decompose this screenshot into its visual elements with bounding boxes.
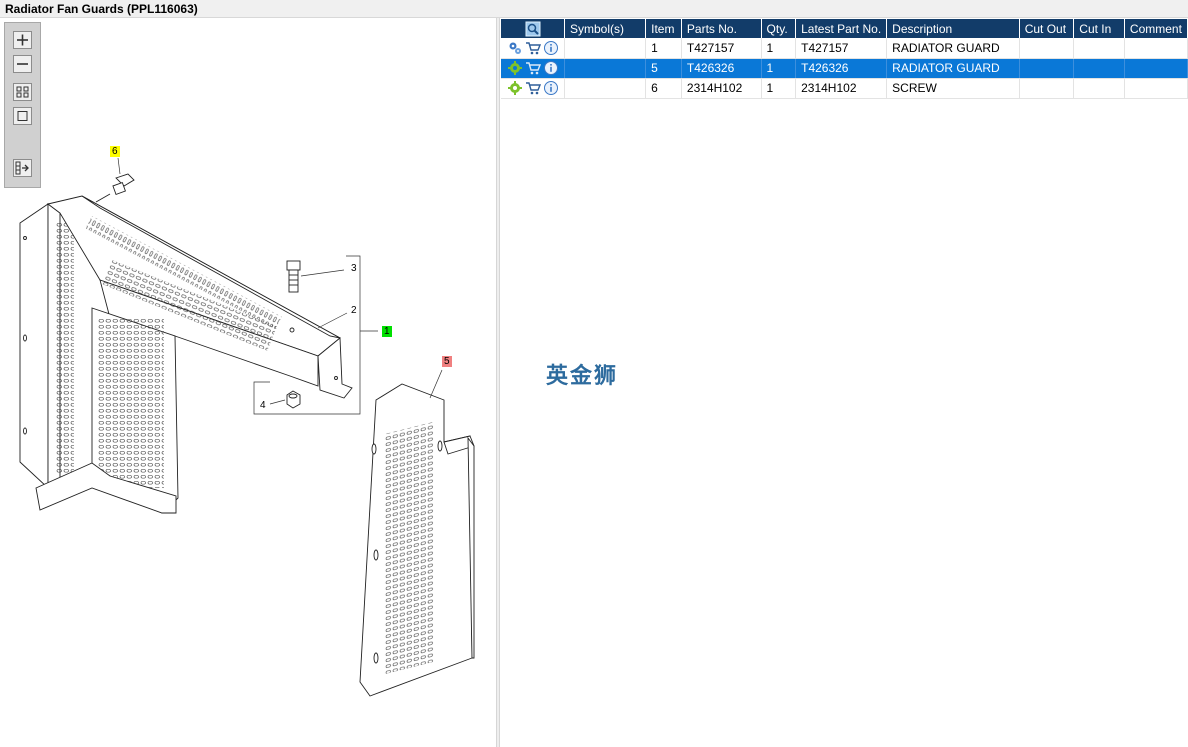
cell-cut-out [1019, 78, 1075, 99]
cell-parts-no: T427157 [681, 38, 762, 59]
table-header-row: Symbol(s) Item Parts No. Qty. Latest Par… [501, 19, 1188, 38]
callout-3[interactable]: 3 [351, 263, 357, 274]
cell-description: RADIATOR GUARD [886, 58, 1020, 79]
parts-list-pane: Symbol(s) Item Parts No. Qty. Latest Par… [500, 18, 1188, 747]
table-row-selected[interactable]: 5 T426326 1 T426326 RADIATOR GUARD [501, 58, 1188, 79]
cell-cut-in [1073, 58, 1125, 79]
cart-icon[interactable] [525, 80, 542, 96]
cell-comment [1124, 78, 1188, 99]
pane-splitter[interactable] [496, 18, 500, 747]
fit-all-button[interactable] [13, 83, 32, 101]
callout-leaders [117, 157, 443, 415]
fit-all-icon [16, 86, 29, 98]
cell-symbols [564, 38, 647, 59]
cell-description: RADIATOR GUARD [886, 38, 1020, 59]
cell-latest-part-no: 2314H102 [795, 78, 888, 99]
cell-comment [1124, 38, 1188, 59]
cell-cut-in [1073, 78, 1125, 99]
toggle-list-button[interactable] [13, 159, 32, 177]
cell-item: 5 [645, 58, 682, 79]
cell-latest-part-no: T427157 [795, 38, 888, 59]
cell-comment [1124, 58, 1188, 79]
actual-size-icon [17, 111, 28, 121]
zoom-out-button[interactable] [13, 55, 32, 73]
callout-2[interactable]: 2 [351, 305, 357, 316]
cell-latest-part-no: T426326 [795, 58, 888, 79]
bolt-3-drawing [286, 260, 301, 293]
column-header-comment[interactable]: Comment [1124, 19, 1188, 38]
actual-size-button[interactable] [13, 107, 32, 125]
cell-cut-out [1019, 58, 1075, 79]
window-title: Radiator Fan Guards (PPL116063) [5, 2, 198, 16]
gear-icon[interactable] [507, 80, 523, 96]
cell-description: SCREW [886, 78, 1020, 99]
row-action-icons [501, 78, 565, 99]
cell-cut-in [1073, 38, 1125, 59]
parts-table: Symbol(s) Item Parts No. Qty. Latest Par… [501, 19, 1188, 99]
cell-qty: 1 [761, 58, 797, 79]
viewer-toolbox [4, 22, 41, 188]
title-bar: Radiator Fan Guards (PPL116063) [0, 0, 1188, 18]
radiator-guard-1-drawing [19, 195, 353, 514]
cell-parts-no: T426326 [681, 58, 762, 79]
row-action-icons [501, 58, 565, 79]
info-icon[interactable] [543, 80, 559, 96]
gears-icon[interactable] [507, 40, 523, 56]
toggle-list-icon [15, 161, 29, 175]
cart-icon[interactable] [525, 60, 542, 76]
cell-qty: 1 [761, 78, 797, 99]
cell-parts-no: 2314H102 [681, 78, 762, 99]
radiator-guard-5-drawing [359, 383, 475, 697]
column-header-symbols[interactable]: Symbol(s) [564, 19, 647, 38]
column-header-find[interactable] [501, 19, 565, 38]
callout-6[interactable]: 6 [110, 146, 120, 157]
column-header-latest-part-no[interactable]: Latest Part No. [795, 19, 888, 38]
gear-icon[interactable] [507, 60, 523, 76]
info-icon[interactable] [543, 60, 559, 76]
callout-5[interactable]: 5 [442, 356, 452, 367]
cart-icon[interactable] [525, 40, 542, 56]
info-icon[interactable] [543, 40, 559, 56]
zoom-in-icon [17, 34, 28, 46]
zoom-out-icon [17, 63, 28, 65]
watermark-logo: 英金狮 [546, 364, 619, 389]
cell-symbols [564, 78, 647, 99]
table-row[interactable]: 1 T427157 1 T427157 RADIATOR GUARD [501, 38, 1188, 59]
callout-1[interactable]: 1 [382, 326, 392, 337]
column-header-description[interactable]: Description [886, 19, 1020, 38]
find-icon [525, 21, 540, 36]
column-header-parts-no[interactable]: Parts No. [681, 19, 762, 38]
nut-4-drawing [286, 390, 301, 409]
callout-4[interactable]: 4 [260, 400, 266, 411]
row-action-icons [501, 38, 565, 59]
zoom-in-button[interactable] [13, 31, 32, 49]
exploded-diagram [19, 157, 475, 697]
illustration-pane[interactable]: 6 3 2 1 4 5 [0, 18, 496, 747]
cell-item: 1 [645, 38, 682, 59]
table-row[interactable]: 6 2314H102 1 2314H102 SCREW [501, 78, 1188, 99]
column-header-qty[interactable]: Qty. [761, 19, 797, 38]
column-header-cut-in[interactable]: Cut In [1073, 19, 1125, 38]
cell-cut-out [1019, 38, 1075, 59]
screw-6-drawing [95, 173, 135, 203]
cell-item: 6 [645, 78, 682, 99]
cell-symbols [564, 58, 647, 79]
column-header-item[interactable]: Item [645, 19, 682, 38]
column-header-cut-out[interactable]: Cut Out [1019, 19, 1075, 38]
cell-qty: 1 [761, 38, 797, 59]
